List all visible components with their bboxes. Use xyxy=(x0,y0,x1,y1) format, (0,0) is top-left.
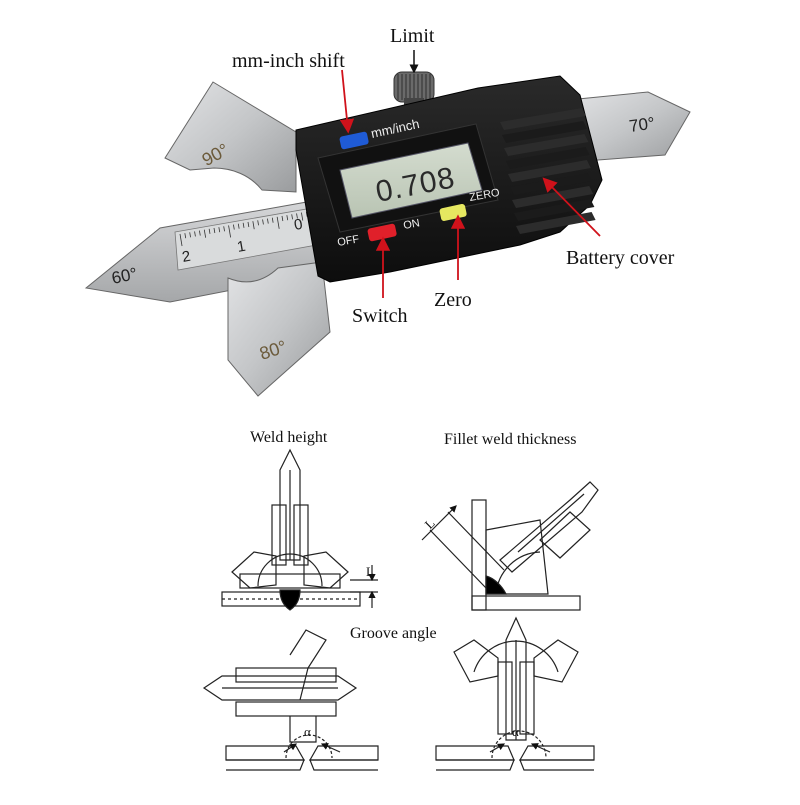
leaf-90: 90° xyxy=(164,81,297,193)
ruler-tick xyxy=(203,229,207,238)
ruler-tick xyxy=(301,212,304,221)
weld-height-dim-label: L xyxy=(366,564,374,579)
zero-button-label: ZERO xyxy=(468,187,501,204)
gauge-body: 0.708 mm/inch OFF ON ZERO xyxy=(295,75,603,283)
ruler-tick xyxy=(189,232,191,238)
right-blade-70: 70° xyxy=(567,91,691,163)
battery-cover-rib xyxy=(516,212,596,234)
callout-arrows xyxy=(339,50,601,298)
ruler-tick xyxy=(228,225,232,238)
scale-number-0: 0 xyxy=(293,216,304,234)
callout-battery-cover: Battery cover xyxy=(566,247,675,269)
ruler-tick xyxy=(194,231,196,237)
ruler-tick xyxy=(296,213,298,219)
callout-switch: Switch xyxy=(352,305,408,327)
battery-cover-arrow xyxy=(542,177,601,237)
ruler-tick xyxy=(276,216,280,229)
fillet-weld-dim-label: L xyxy=(422,516,438,532)
battery-cover-rib xyxy=(502,121,588,143)
scale-number-2: 2 xyxy=(181,248,192,266)
weld-gauge-device: 90° 2 1 0 60° 70° 80° xyxy=(84,25,691,397)
ruler-tick xyxy=(281,215,284,222)
fillet-weld-diagram: Fillet weld thickness L xyxy=(422,431,599,611)
groove-angle-diagram-right: α xyxy=(435,616,595,771)
fillet-weld-title: Fillet weld thickness xyxy=(444,431,576,448)
ruler-tick xyxy=(208,228,211,234)
groove-angle-symbol-left: α xyxy=(304,724,311,739)
ruler-tick xyxy=(267,218,269,224)
battery-cover-rib xyxy=(514,199,595,221)
ruler-tick xyxy=(184,233,187,239)
ruler-tick xyxy=(233,224,235,230)
ruler-tick xyxy=(247,221,250,228)
callout-zero: Zero xyxy=(434,289,472,311)
main-blade: 2 1 0 60° xyxy=(84,199,326,303)
ruler-tick xyxy=(262,219,264,225)
battery-cover-rib xyxy=(506,147,590,169)
groove-angle-symbol-right: α xyxy=(512,724,519,739)
battery-cover-rib xyxy=(508,160,591,182)
scale-number-1: 1 xyxy=(236,238,247,256)
weld-height-title: Weld height xyxy=(250,429,328,446)
on-label: ON xyxy=(402,217,420,232)
ruler-tick xyxy=(179,233,183,247)
ruler-tick xyxy=(223,226,225,232)
ruler-tick xyxy=(286,215,289,221)
ruler-tick xyxy=(218,227,221,233)
weld-height-diagram: Weld height L xyxy=(221,429,378,611)
battery-cover-rib xyxy=(500,108,586,130)
mm-inch-arrow xyxy=(339,69,355,134)
ruler-tick xyxy=(291,214,293,220)
angle-label-60: 60° xyxy=(110,264,139,288)
callout-mm-inch-shift: mm-inch shift xyxy=(232,50,345,72)
angle-label-70: 70° xyxy=(628,114,656,136)
groove-angle-title: Groove angle xyxy=(350,625,437,642)
mm-inch-button[interactable] xyxy=(339,131,369,150)
battery-cover-rib xyxy=(512,186,594,208)
ruler-ticks xyxy=(179,209,318,247)
groove-angle-diagram-left: α xyxy=(202,629,379,771)
off-label: OFF xyxy=(336,233,360,249)
ruler-tick xyxy=(237,223,240,229)
battery-cover-rib xyxy=(504,134,589,156)
ruler-tick xyxy=(242,222,245,228)
lcd-screen xyxy=(339,142,483,219)
ruler-tick xyxy=(257,220,259,226)
ruler-tick xyxy=(199,230,201,236)
ruler-tick xyxy=(271,217,274,223)
ruler-tick xyxy=(252,221,255,230)
ruler-tick xyxy=(213,227,216,234)
callout-limit: Limit xyxy=(390,25,435,47)
leaf-80: 80° xyxy=(227,261,331,397)
